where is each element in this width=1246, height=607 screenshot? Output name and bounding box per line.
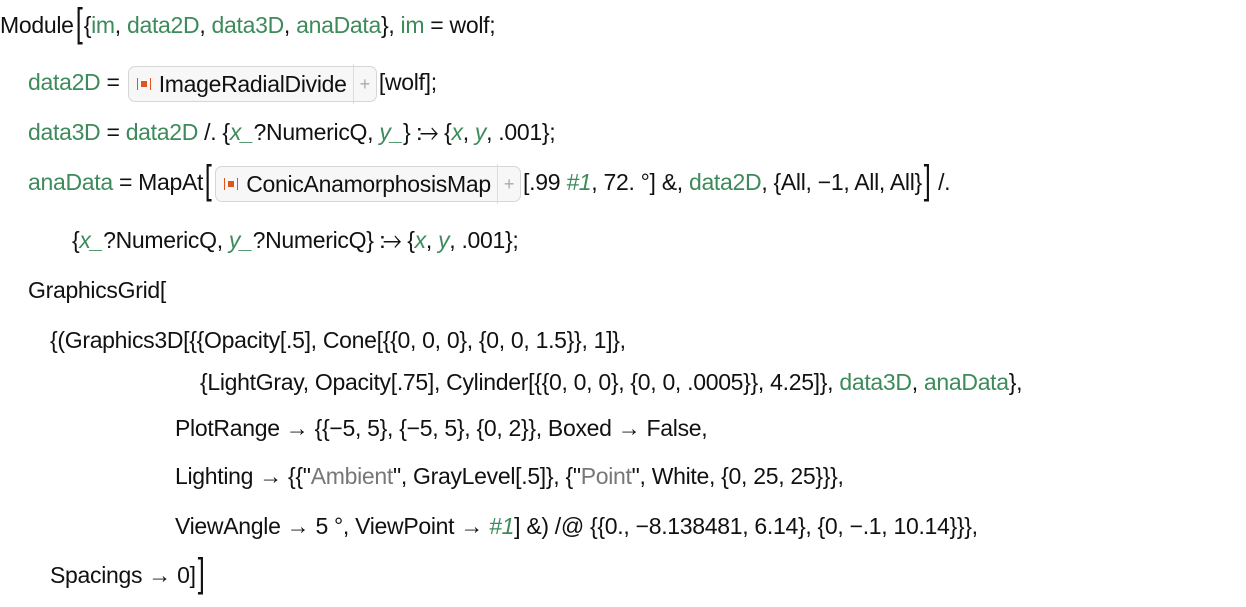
code-symbol: #1 [489, 513, 515, 539]
code-token: = [100, 119, 126, 145]
code-line: ViewAngle → 5 °, ViewPoint → #1] &) /@ {… [175, 506, 978, 546]
code-token: Module [0, 12, 74, 38]
code-line: GraphicsGrid[ [28, 270, 166, 310]
code-token: { [72, 227, 80, 253]
code-token: , [462, 119, 475, 145]
code-symbol: y_ [379, 119, 404, 145]
code-token: PlotRange → {{−5, 5}, {−5, 5}, {0, 2}}, … [175, 415, 708, 441]
code-line: Lighting → {{"Ambient", GrayLevel[.5]}, … [175, 456, 844, 496]
code-symbol: data3D [211, 12, 285, 38]
code-line: anaData = MapAt[ConicAnamorphosisMap+[.9… [28, 156, 951, 204]
code-token: [wolf]; [378, 69, 437, 95]
code-token: GraphicsGrid[ [28, 277, 166, 303]
code-symbol: data2D [688, 169, 762, 195]
code-token: Spacings → 0] [50, 562, 196, 588]
code-string: Ambient [310, 463, 394, 489]
code-line: {(Graphics3D[{{Opacity[.5], Cone[{{0, 0,… [50, 320, 626, 360]
code-symbol: y [438, 227, 450, 253]
code-token: ?NumericQ, [103, 227, 229, 253]
expand-plus-icon[interactable]: + [352, 63, 376, 104]
resource-function-icon [224, 177, 239, 190]
resource-function-box[interactable]: ConicAnamorphosisMap+ [215, 163, 522, 204]
code-token: { [83, 12, 92, 38]
code-symbol: data3D [28, 119, 101, 145]
code-token: = [100, 69, 126, 95]
code-line: PlotRange → {{−5, 5}, {−5, 5}, {0, 2}}, … [175, 408, 708, 448]
code-token: , 72. °] &, [591, 169, 689, 195]
code-token: , {All, −1, All, All} [761, 169, 922, 195]
code-token: , .001}; [449, 227, 519, 253]
code-bracket: [ [75, 0, 83, 45]
code-symbol: x_ [79, 227, 104, 253]
code-token: {LightGray, Opacity[.75], Cylinder[{{0, … [200, 369, 840, 395]
code-token: , .001}; [486, 119, 556, 145]
code-symbol: data2D [125, 119, 199, 145]
code-line: Module[{im, data2D, data3D, anaData}, im… [0, 0, 496, 45]
code-token: ?NumericQ, [253, 119, 380, 145]
code-token: /. [931, 169, 951, 195]
code-token: ] &) /@ {{0., −8.138481, 6.14}, {0, −.1,… [514, 513, 978, 539]
code-symbol: anaData [28, 169, 113, 195]
code-string: Point [580, 463, 632, 489]
code-token: , [425, 227, 439, 253]
resource-function-icon [136, 77, 151, 90]
code-symbol: #1 [566, 169, 592, 195]
code-token: , [911, 369, 924, 395]
code-token: ", White, {0, 25, 25}}}, [631, 463, 844, 489]
code-token: ?NumericQ} ⧴ { [252, 227, 415, 253]
code-symbol: data2D [28, 69, 101, 95]
code-token: {(Graphics3D[{{Opacity[.5], Cone[{{0, 0,… [50, 327, 626, 353]
expand-plus-icon[interactable]: + [496, 163, 520, 204]
resource-function-name: ConicAnamorphosisMap [246, 170, 491, 197]
code-token: }, [1008, 369, 1023, 395]
code-line: {x_?NumericQ, y_?NumericQ} ⧴ {x, y, .001… [72, 220, 519, 260]
code-symbol: x [414, 227, 427, 253]
code-token: ViewAngle → 5 °, ViewPoint → [175, 513, 490, 539]
code-line: data2D = ImageRadialDivide+[wolf]; [28, 62, 437, 104]
code-symbol: anaData [296, 12, 381, 38]
code-token: ", GrayLevel[.5]}, {" [392, 463, 581, 489]
code-symbol: im [91, 12, 115, 38]
resource-function-box[interactable]: ImageRadialDivide+ [127, 63, 377, 104]
code-bracket: ] [197, 549, 205, 595]
code-symbol: im [400, 12, 425, 38]
code-token: , [283, 12, 297, 38]
code-token: , [199, 12, 212, 38]
code-token: [.99 [523, 169, 567, 195]
code-token: /. { [198, 119, 230, 145]
code-token: }, [380, 12, 401, 38]
code-symbol: anaData [923, 369, 1009, 395]
code-symbol: y [474, 119, 487, 145]
code-line: Spacings → 0]] [50, 549, 206, 595]
code-token: = wolf; [424, 12, 496, 38]
resource-function-name: ImageRadialDivide [158, 70, 347, 97]
code-token: = MapAt [112, 169, 204, 195]
code-token: Lighting → {{" [175, 463, 311, 489]
code-token: } ⧴ { [403, 119, 452, 145]
code-token: , [114, 12, 127, 38]
code-symbol: y_ [228, 227, 253, 253]
code-line: {LightGray, Opacity[.75], Cylinder[{{0, … [200, 362, 1023, 402]
code-symbol: x_ [229, 119, 254, 145]
code-symbol: data3D [839, 369, 912, 395]
code-bracket: ] [923, 156, 931, 202]
code-symbol: x [451, 119, 464, 145]
code-line: data3D = data2D /. {x_?NumericQ, y_} ⧴ {… [28, 112, 556, 152]
code-bracket: [ [204, 156, 212, 202]
code-symbol: data2D [126, 12, 200, 38]
